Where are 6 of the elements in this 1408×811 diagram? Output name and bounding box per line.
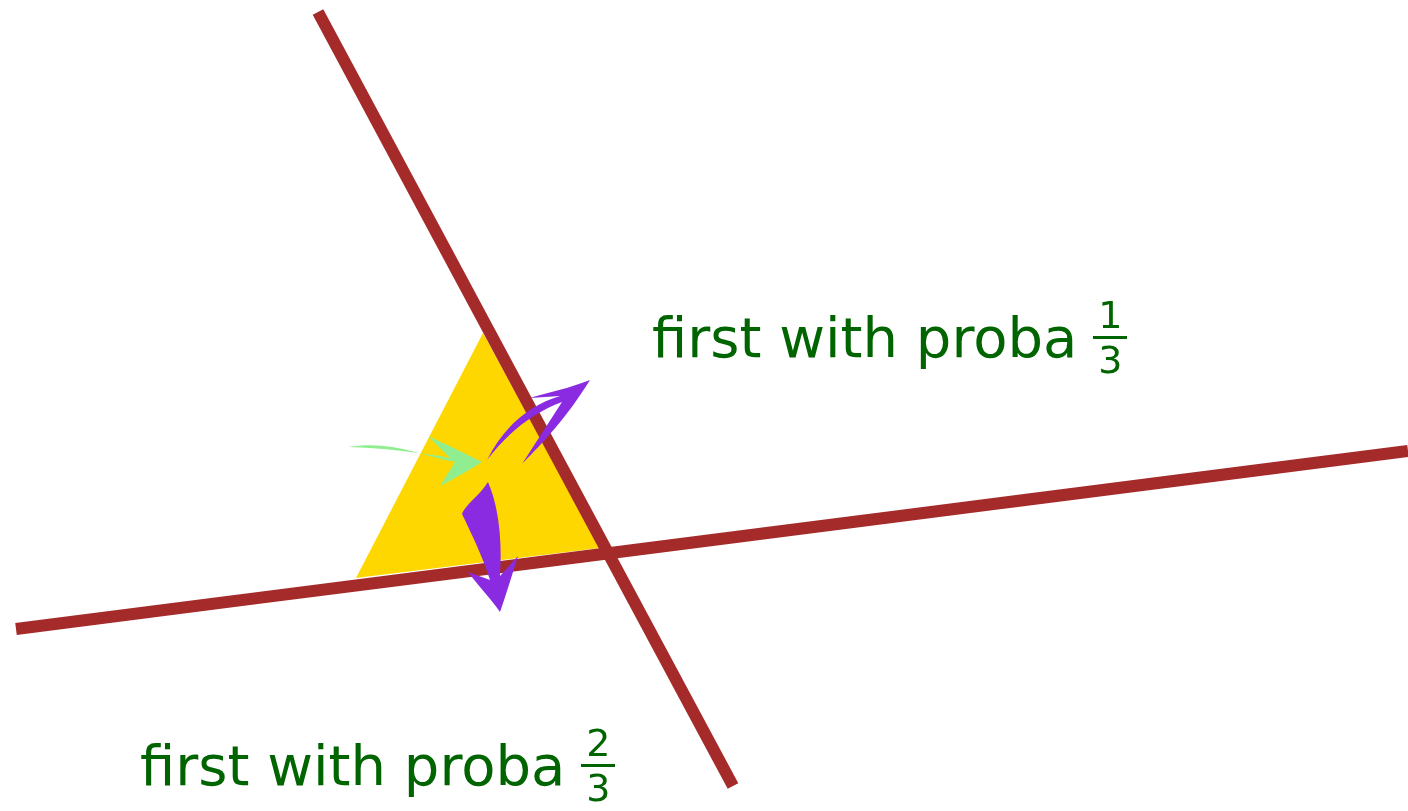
fraction-denominator: 3: [586, 769, 611, 807]
fraction-numerator: 1: [1098, 296, 1123, 334]
probability-label: first with proba: [652, 303, 1078, 372]
probability-label: first with proba: [140, 731, 566, 800]
fraction-numerator: 2: [586, 724, 611, 762]
fraction-denominator: 3: [1098, 341, 1123, 379]
